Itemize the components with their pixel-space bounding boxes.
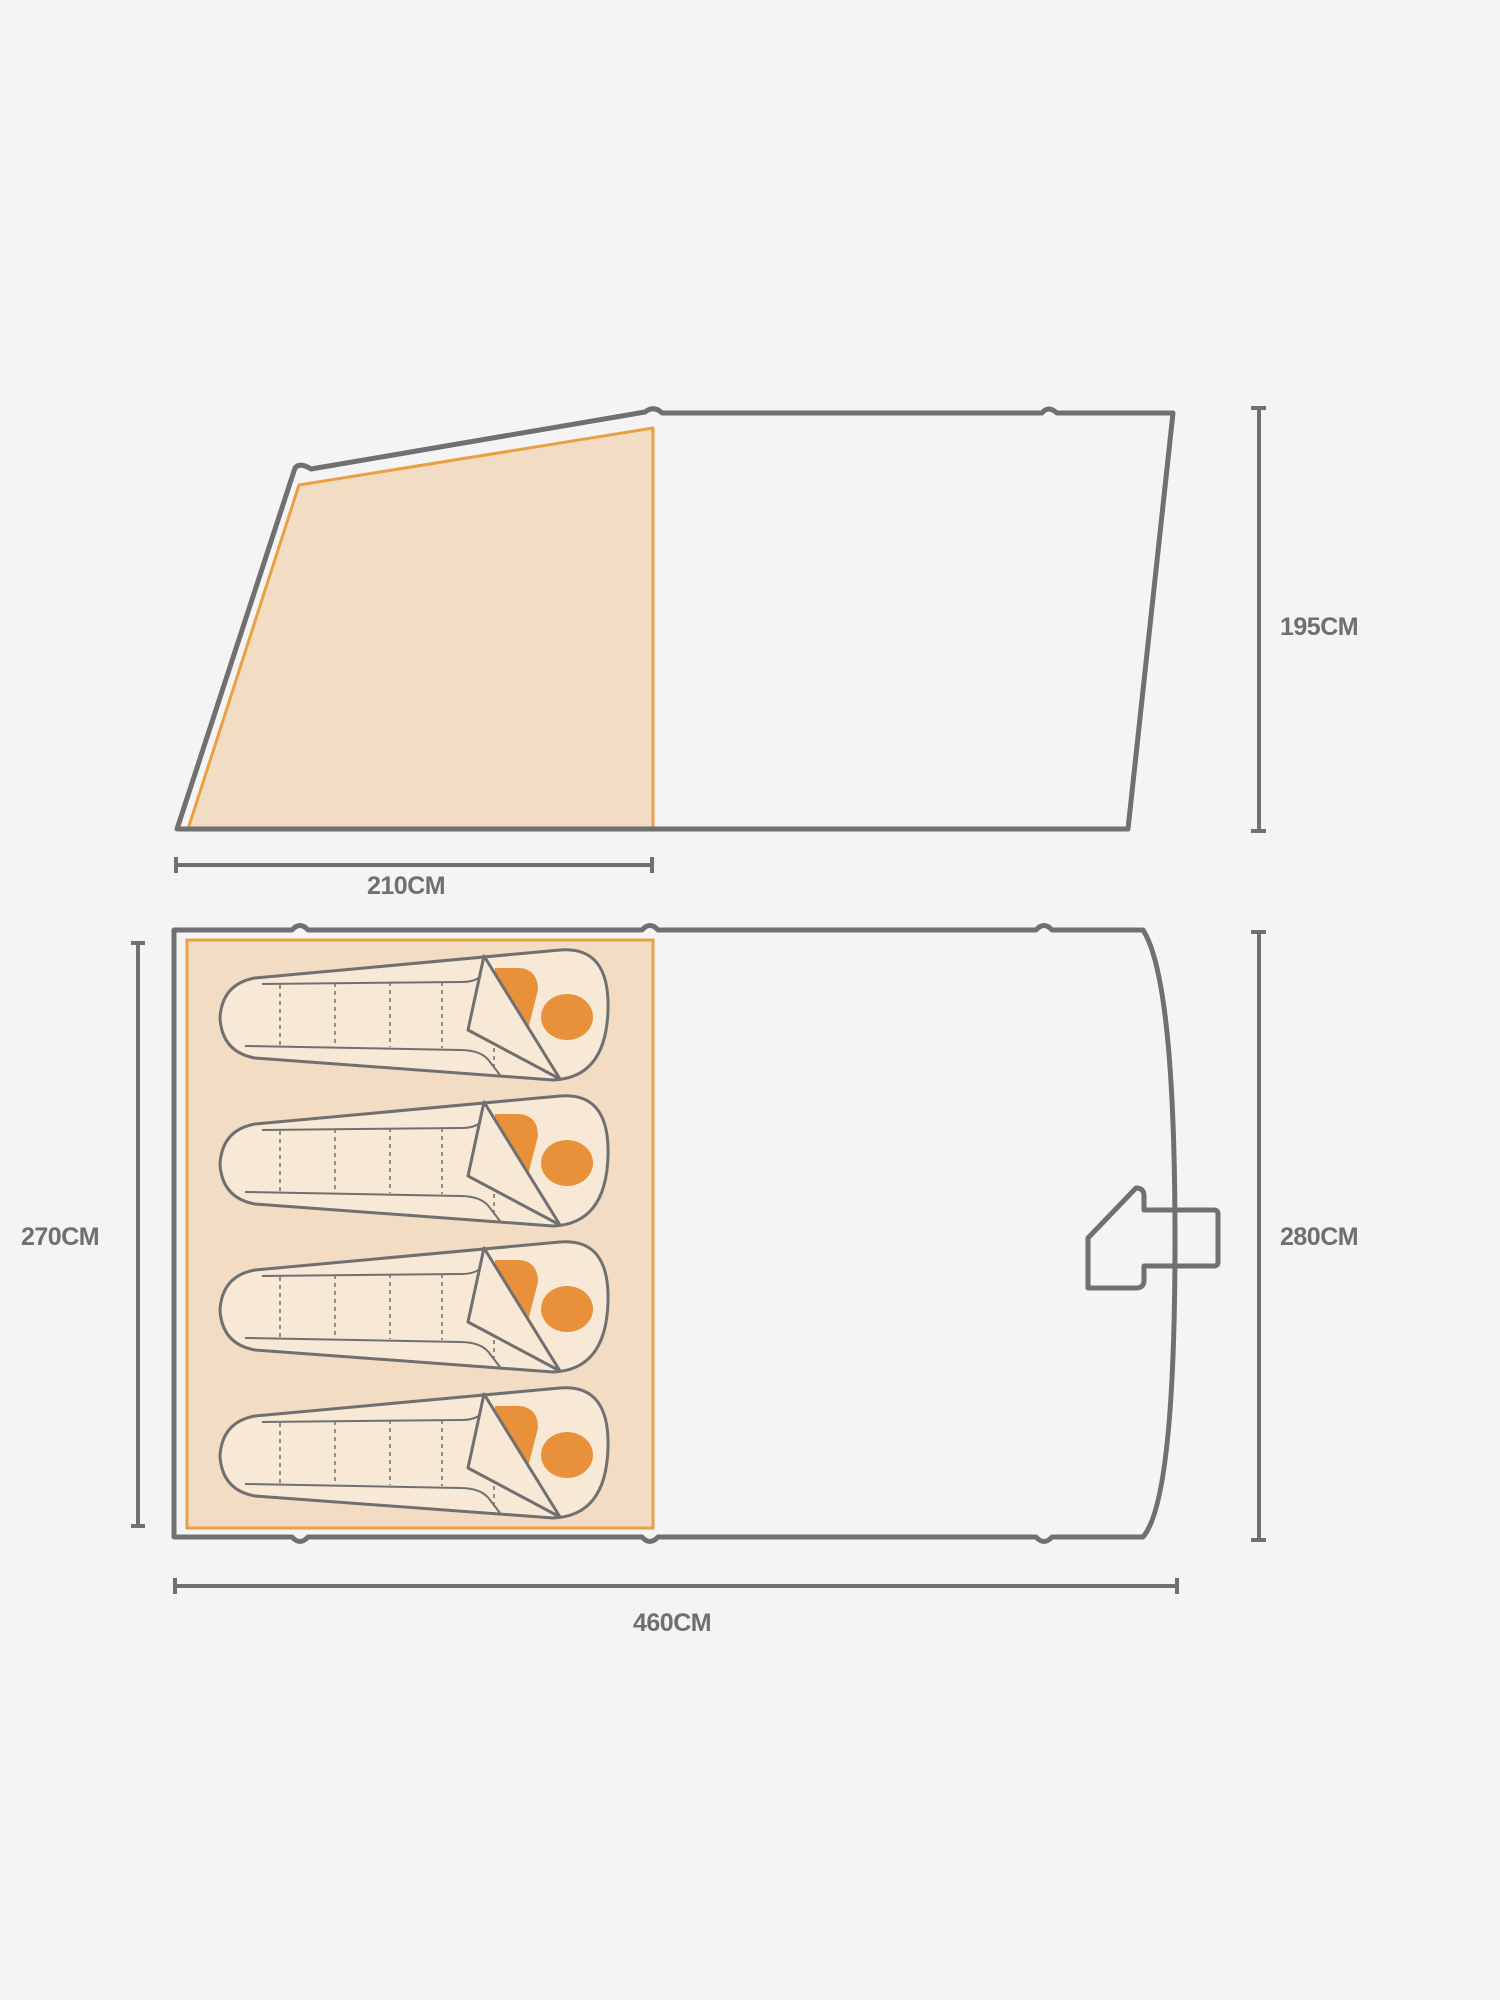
dimension-460-label: 460CM <box>633 1609 712 1637</box>
bag-flap <box>466 1100 562 1227</box>
floor-plan <box>171 923 1221 1544</box>
sleeping-bag <box>218 1094 610 1228</box>
side-view <box>174 406 1176 832</box>
sleeping-bag <box>218 1386 610 1520</box>
side-view-inner-room <box>186 426 655 831</box>
head <box>541 1140 593 1186</box>
arrow-left-icon <box>1085 1185 1221 1291</box>
sleeping-bag <box>218 1240 610 1374</box>
bag-inner-line <box>244 1337 501 1368</box>
dimension-210-label: 210CM <box>367 872 446 900</box>
dimension-195 <box>1251 406 1266 833</box>
bag-inner-line <box>244 1483 501 1514</box>
bag-flap <box>466 954 562 1081</box>
dimension-280-label: 280CM <box>1280 1223 1359 1251</box>
sleeping-bag <box>218 948 610 1082</box>
dimension-270 <box>131 941 145 1528</box>
bag-flap <box>466 1392 562 1519</box>
head <box>541 994 593 1040</box>
head <box>541 1286 593 1332</box>
dimension-280 <box>1251 930 1266 1542</box>
dimension-195-label: 195CM <box>1280 613 1359 641</box>
dimension-210 <box>174 857 654 873</box>
bag-inner-line <box>244 1045 501 1076</box>
head <box>541 1432 593 1478</box>
sleeping-bags <box>218 948 610 1520</box>
dimension-270-label: 270CM <box>21 1223 100 1251</box>
dimension-460 <box>173 1578 1179 1594</box>
bag-flap <box>466 1246 562 1373</box>
bag-inner-line <box>244 1191 501 1222</box>
